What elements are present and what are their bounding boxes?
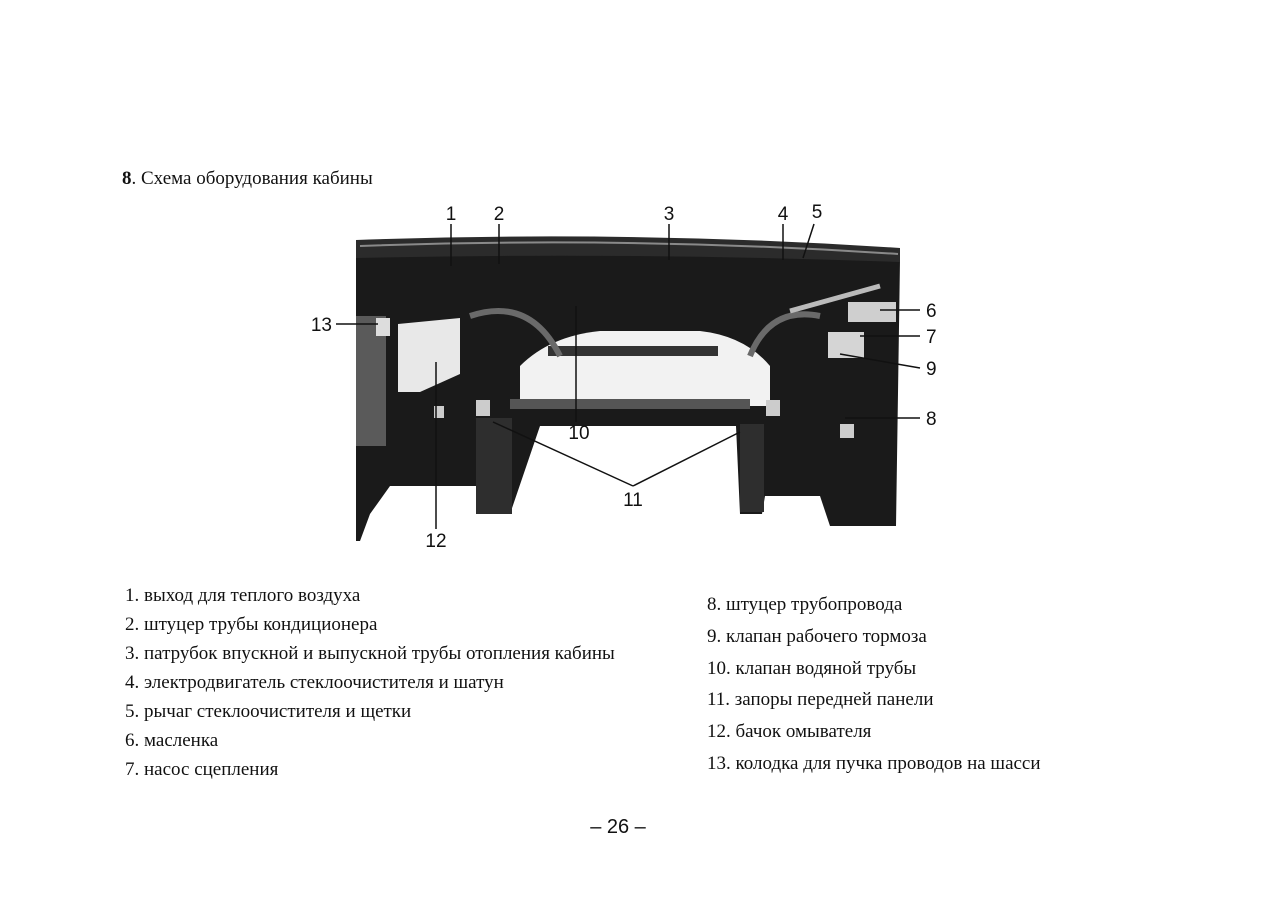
callout-9: 9 <box>926 359 937 380</box>
section-number: 8 <box>122 168 132 189</box>
callout-12: 12 <box>425 531 446 552</box>
callout-3: 3 <box>664 204 675 225</box>
callout-5: 5 <box>812 202 823 223</box>
callout-4: 4 <box>778 204 789 225</box>
legend-item: 12. бачок омывателя <box>707 721 872 743</box>
legend-list-right: 8. штуцер трубопровода 9. клапан рабочег… <box>707 589 1041 780</box>
callout-13: 13 <box>311 315 332 336</box>
legend-item: 9. клапан рабочего тормоза <box>707 625 927 647</box>
callout-11: 11 <box>623 490 643 511</box>
legend-item: 11. запоры передней панели <box>707 689 934 711</box>
legend-item: 10. клапан водяной трубы <box>707 657 917 679</box>
legend-item: 7. насос сцепления <box>125 759 279 780</box>
legend-list-left: 1. выход для теплого воздуха 2. штуцер т… <box>125 581 615 784</box>
legend-item: 2. штуцер трубы кондиционера <box>125 614 378 635</box>
callout-1: 1 <box>446 204 457 225</box>
legend-item: 5. рычаг стеклоочистителя и щетки <box>125 701 412 722</box>
legend-item: 4. электродвигатель стеклоочистителя и ш… <box>125 672 504 693</box>
callout-2: 2 <box>494 204 505 225</box>
legend-item: 3. патрубок впускной и выпускной трубы о… <box>125 643 615 664</box>
cab-equipment-diagram: 1 2 3 4 5 6 7 8 9 10 11 12 13 <box>300 196 980 556</box>
cab-photo-illustration: 1 2 3 4 5 6 7 8 9 10 11 12 13 <box>311 202 937 552</box>
section-title: . Схема оборудования кабины <box>131 168 373 189</box>
section-heading: 8. Схема оборудования кабины <box>122 168 373 190</box>
callout-labels: 1 2 3 4 5 6 7 8 9 10 11 12 13 <box>311 202 937 552</box>
page-number: – 26 – <box>590 816 646 838</box>
legend-item: 6. масленка <box>125 730 219 751</box>
callout-7: 7 <box>926 327 937 348</box>
callout-6: 6 <box>926 301 937 322</box>
callout-8: 8 <box>926 409 937 430</box>
legend-item: 13. колодка для пучка проводов на шасси <box>707 752 1041 774</box>
cab-photo <box>356 236 900 541</box>
legend-item: 8. штуцер трубопровода <box>707 594 903 615</box>
leader-lines <box>336 223 921 529</box>
callout-10: 10 <box>568 423 589 444</box>
legend-item: 1. выход для теплого воздуха <box>125 585 361 606</box>
